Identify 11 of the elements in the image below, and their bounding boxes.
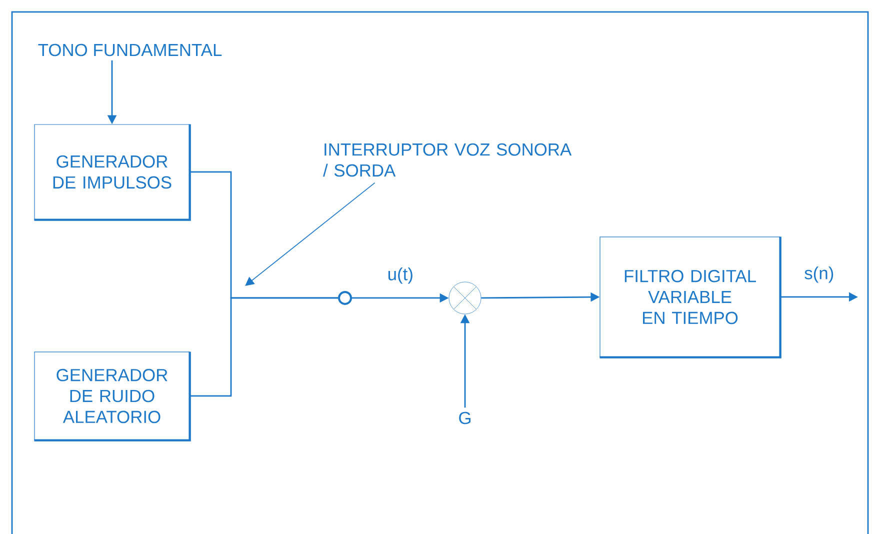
edge-label: u(t) bbox=[386, 266, 414, 285]
process-box: GENERADOR DE RUIDO ALEATORIO bbox=[34, 352, 191, 442]
multiplier-symbol bbox=[448, 282, 482, 314]
process-box: GENERADOR DE IMPULSOS bbox=[34, 124, 191, 221]
process-box: FILTRO DIGITAL VARIABLE EN TIEMPO bbox=[600, 236, 782, 358]
input-label: TONO FUNDAMENTAL bbox=[38, 44, 222, 56]
callout-text: INTERRUPTOR VOZ SONORA / SORDA bbox=[323, 143, 572, 177]
switch-circle bbox=[338, 290, 352, 305]
edge-label: s(n) bbox=[803, 266, 836, 284]
input-label: G bbox=[459, 412, 470, 424]
leader-arrow bbox=[245, 182, 376, 286]
